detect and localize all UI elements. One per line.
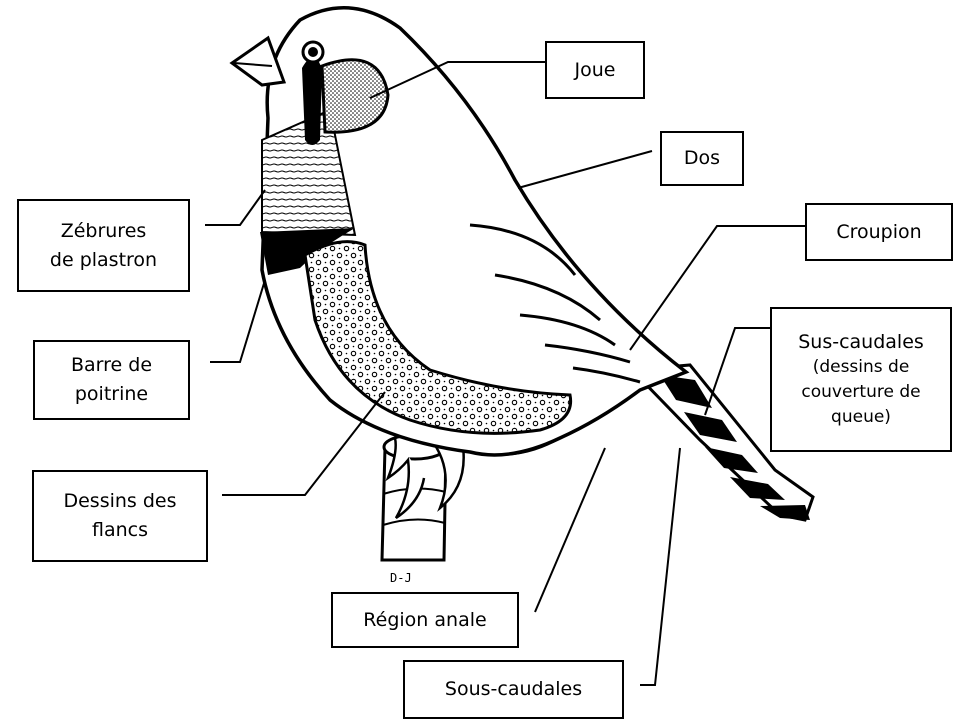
label-croupion: Croupion — [805, 203, 953, 261]
leader-dos — [518, 151, 652, 188]
artist-signature: D-J — [390, 571, 412, 585]
label-dos: Dos — [660, 131, 744, 186]
label-zebrures: Zébrures de plastron — [17, 199, 190, 292]
label-dessins-des-flancs: Dessins des flancs — [32, 470, 208, 562]
label-region-anale: Région anale — [331, 592, 519, 648]
label-sus-caudales: Sus-caudales (dessins de couverture de q… — [770, 307, 952, 452]
leader-barre — [210, 280, 265, 362]
label-joue: Joue — [545, 41, 645, 99]
leader-sous-caudales — [640, 448, 680, 685]
label-sous-caudales: Sous-caudales — [403, 660, 624, 719]
label-barre-de-poitrine: Barre de poitrine — [33, 340, 190, 420]
leader-anale — [535, 448, 605, 612]
leader-zebrures — [205, 190, 265, 225]
